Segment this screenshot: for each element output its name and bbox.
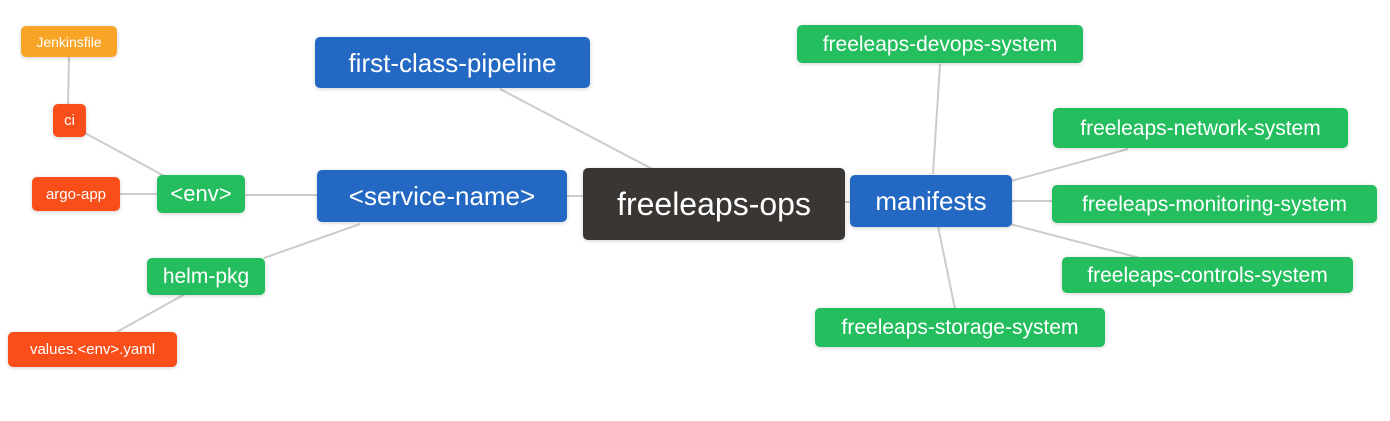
node-helm-pkg[interactable]: helm-pkg — [147, 258, 265, 295]
node-manifests[interactable]: manifests — [850, 175, 1012, 227]
edge-ci-jenkinsfile — [67, 56, 70, 105]
node-values-env-yaml[interactable]: values.<env>.yaml — [8, 332, 177, 367]
node-storage-system[interactable]: freeleaps-storage-system — [815, 308, 1105, 347]
node-env[interactable]: <env> — [157, 175, 245, 213]
node-controls-system[interactable]: freeleaps-controls-system — [1062, 257, 1353, 293]
edge-manifests-controls — [1009, 223, 1141, 259]
node-first-class-pipeline[interactable]: first-class-pipeline — [315, 37, 590, 88]
edge-env-ci — [84, 132, 167, 178]
node-jenkinsfile[interactable]: Jenkinsfile — [21, 26, 117, 57]
node-freeleaps-ops-root[interactable]: freeleaps-ops — [583, 168, 845, 240]
edge-manifests-storage — [937, 225, 956, 310]
node-service-name[interactable]: <service-name> — [317, 170, 567, 222]
node-network-system[interactable]: freeleaps-network-system — [1053, 108, 1348, 148]
node-devops-system[interactable]: freeleaps-devops-system — [797, 25, 1083, 63]
edge-manifests-network — [1010, 148, 1129, 182]
edge-helm-pkg-values — [114, 293, 186, 334]
edge-ops-first-class-pipeline — [499, 88, 659, 173]
node-monitoring-system[interactable]: freeleaps-monitoring-system — [1052, 185, 1377, 223]
node-ci[interactable]: ci — [53, 104, 86, 137]
edge-service-name-helm-pkg — [263, 223, 361, 259]
edge-manifests-devops — [932, 63, 941, 175]
node-argo-app[interactable]: argo-app — [32, 177, 120, 211]
